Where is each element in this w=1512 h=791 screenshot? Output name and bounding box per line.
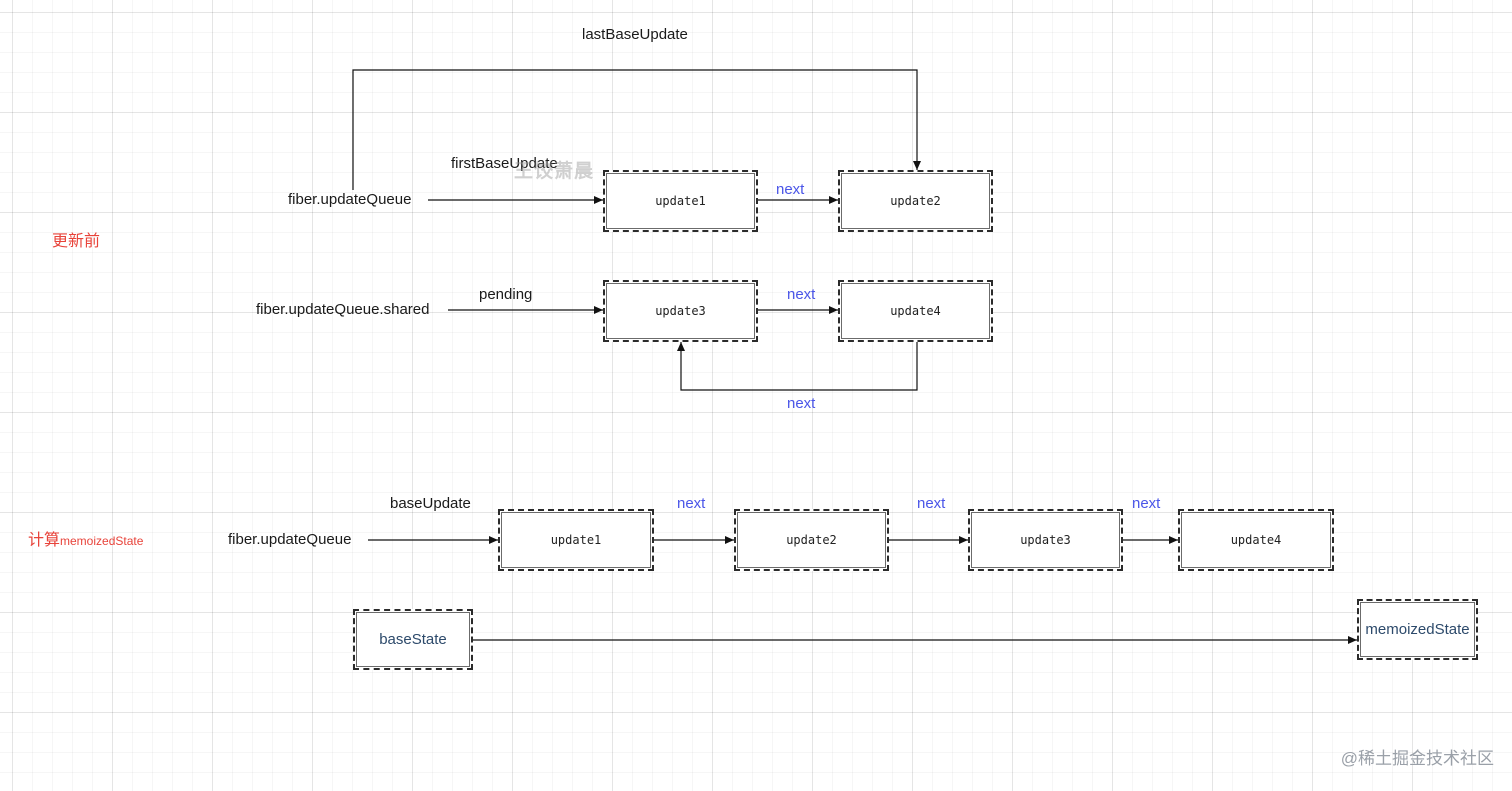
label-pending: pending <box>479 286 533 303</box>
edge-label-next-2: next <box>787 286 816 303</box>
overlay-author-mark: 王饺萧晨 <box>514 161 595 182</box>
node-bot-update4: update4 <box>1178 509 1334 571</box>
circular-next-connector <box>677 342 918 391</box>
node-mid-update4-label: update4 <box>890 304 941 318</box>
label-fiber-update-queue-shared: fiber.updateQueue.shared <box>256 301 430 318</box>
node-base-state: baseState <box>353 609 473 670</box>
node-memoized-state: memoizedState <box>1357 599 1478 660</box>
site-watermark: @稀土掘金技术社区 <box>1340 749 1494 768</box>
last-base-update-connector <box>352 69 921 190</box>
label-fiber-update-queue-bottom: fiber.updateQueue <box>228 531 352 548</box>
edge-label-next-5: next <box>917 495 946 512</box>
node-base-state-label: baseState <box>379 631 447 648</box>
label-last-base-update: lastBaseUpdate <box>582 26 688 43</box>
edge-label-next-4: next <box>677 495 706 512</box>
label-base-update: baseUpdate <box>390 495 471 512</box>
node-bot-update1-label: update1 <box>550 533 602 547</box>
node-top-update1-label: update1 <box>655 194 706 208</box>
node-mid-update4: update4 <box>838 280 993 342</box>
node-mid-update3-label: update3 <box>655 304 706 318</box>
node-bot-update3-label: update3 <box>1020 533 1071 547</box>
edge-label-next-6: next <box>1132 495 1161 512</box>
section-before-update-text: 更新前 <box>52 233 101 250</box>
section-before-update: 更新前 <box>52 232 100 252</box>
node-memoized-state-label: memoizedState <box>1365 621 1470 638</box>
edge-label-next-1: next <box>776 181 805 198</box>
section-compute-prefix: 计算 <box>28 532 61 549</box>
section-compute-suffix: memoizedState <box>60 534 144 548</box>
node-bot-update2-label: update2 <box>786 533 837 547</box>
node-bot-update3: update3 <box>968 509 1123 571</box>
edge-label-next-3: next <box>787 395 816 412</box>
node-top-update1: update1 <box>603 170 758 232</box>
node-top-update2-label: update2 <box>890 194 941 208</box>
node-mid-update3: update3 <box>603 280 758 342</box>
label-first-base-update: firstBaseUpdate <box>451 155 558 172</box>
node-bot-update4-label: update4 <box>1230 533 1282 547</box>
section-compute-memoized-state: 计算memoizedState <box>28 531 143 551</box>
node-top-update2: update2 <box>838 170 993 232</box>
label-fiber-update-queue-top: fiber.updateQueue <box>288 191 412 208</box>
node-bot-update1: update1 <box>498 509 654 571</box>
node-bot-update2: update2 <box>734 509 889 571</box>
